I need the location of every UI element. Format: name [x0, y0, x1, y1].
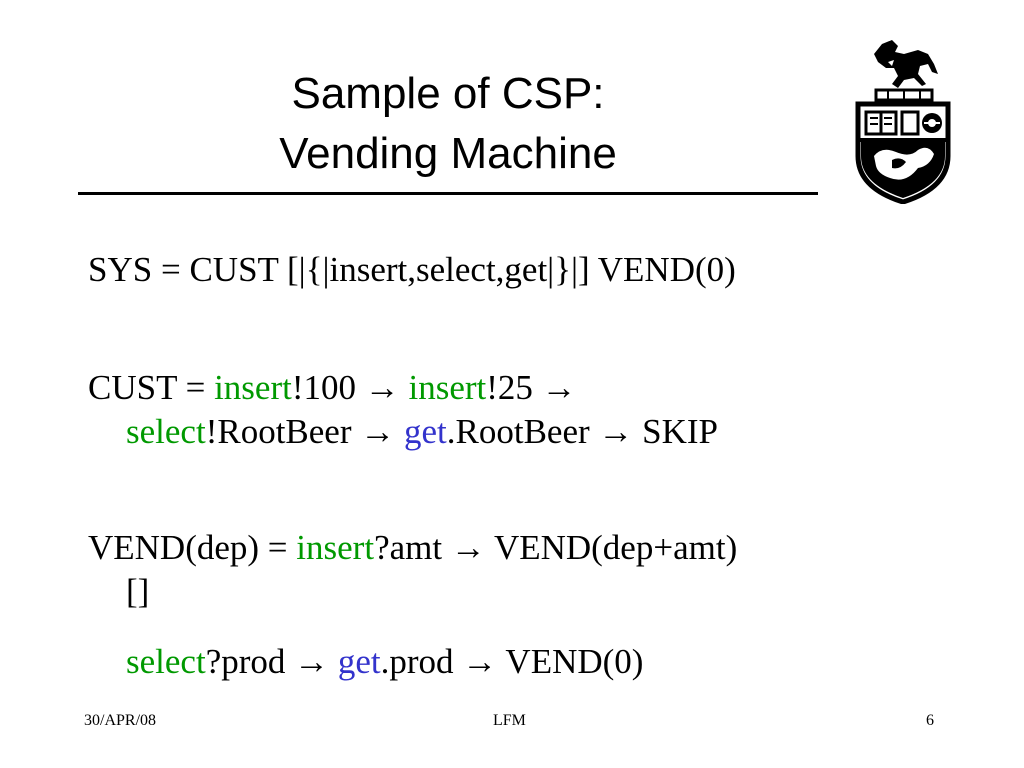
cust-amount-1: !100 →: [291, 368, 409, 407]
cust-get-rest: .RootBeer → SKIP: [446, 412, 718, 451]
cust-select-keyword: select: [126, 412, 206, 451]
cust-insert-keyword-1: insert: [214, 368, 292, 407]
cust-prefix: CUST =: [88, 368, 215, 407]
cust-amount-2: !25 →: [486, 368, 577, 407]
vend-insert-rest: ?amt → VEND(dep+amt): [374, 528, 738, 567]
vend-get-keyword: get: [337, 642, 381, 681]
cust-definition: CUST = insert!100 → insert!25 → select!R…: [88, 366, 718, 454]
university-crest-icon: [855, 40, 951, 204]
vend-definition: VEND(dep) = insert?amt → VEND(dep+amt) […: [88, 526, 737, 614]
footer-author: LFM: [493, 712, 526, 729]
vend-select-line: select?prod → get.prod → VEND(0): [88, 640, 643, 684]
vend-prefix: VEND(dep) =: [88, 528, 297, 567]
vend-select-rest: ?prod →: [205, 642, 338, 681]
slide-title: Sample of CSP: Vending Machine: [80, 64, 816, 184]
vend-select-keyword: select: [126, 642, 206, 681]
slide-title-line-2: Vending Machine: [279, 129, 617, 178]
slide-title-line-1: Sample of CSP:: [291, 69, 605, 118]
cust-continuation: select!RootBeer → get.RootBeer → SKIP: [88, 410, 718, 454]
sys-definition: SYS = CUST [|{|insert,select,get|}|] VEN…: [88, 250, 736, 289]
vend-get-rest: .prod → VEND(0): [380, 642, 644, 681]
cust-insert-keyword-2: insert: [408, 368, 487, 407]
cust-get-keyword: get: [403, 412, 447, 451]
title-underline: [78, 192, 818, 195]
vend-insert-keyword: insert: [296, 528, 375, 567]
vend-select-branch: select?prod → get.prod → VEND(0): [88, 640, 643, 684]
vend-choice-operator: []: [126, 572, 150, 611]
cust-select-rest: !RootBeer →: [205, 412, 404, 451]
footer-page-number: 6: [926, 712, 934, 729]
footer-date: 30/APR/08: [84, 712, 157, 729]
